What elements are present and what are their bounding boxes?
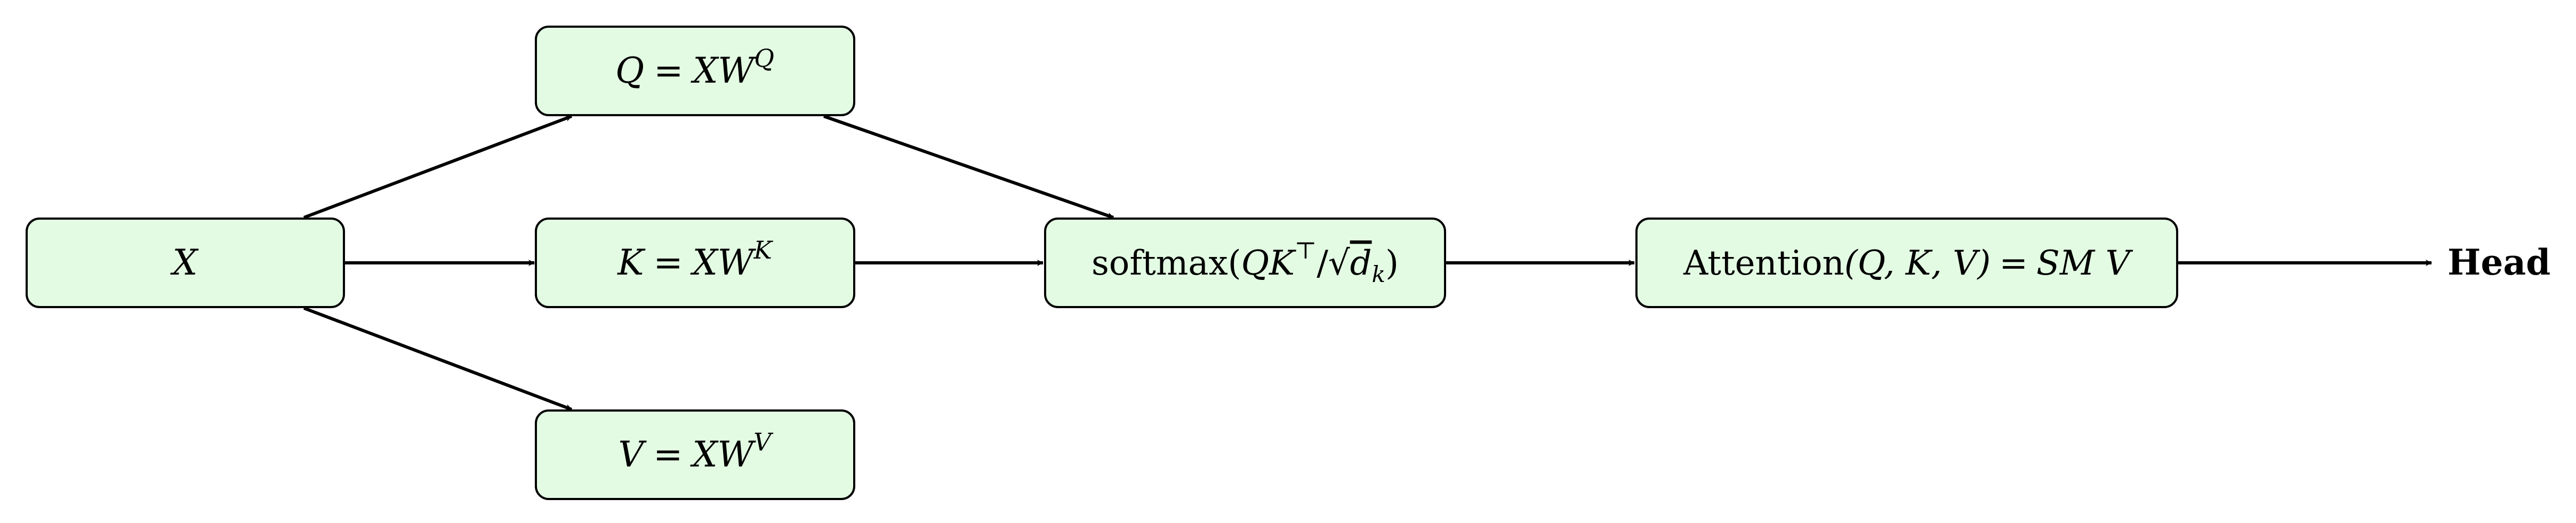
node-q-label: Q=XWQ <box>615 44 774 91</box>
node-attention: Attention(Q, K, V)=SM V <box>1635 218 2178 308</box>
node-v-box <box>535 409 855 500</box>
edges <box>303 115 2432 411</box>
node-softmax: softmax(QK⊤/√dk) <box>1044 218 1446 308</box>
node-softmax-label: softmax(QK⊤/√dk) <box>1092 237 1399 287</box>
node-k-label: K=XWK <box>617 236 773 283</box>
node-attention-label: Attention(Q, K, V)=SM V <box>1683 244 2133 283</box>
node-v: V=XWV <box>535 409 855 500</box>
node-k: K=XWK <box>535 218 855 308</box>
edge-x-to-v <box>303 307 573 411</box>
node-v-label: V=XWV <box>618 428 774 475</box>
node-softmax-box <box>1044 218 1446 308</box>
node-x: X <box>26 218 345 308</box>
node-k-box <box>535 218 855 308</box>
edge-q-to-softmax <box>823 115 1114 219</box>
node-q: Q=XWQ <box>535 26 855 116</box>
node-x-box <box>26 218 345 308</box>
edge-x-to-q <box>303 115 573 219</box>
node-attention-box <box>1635 218 2178 308</box>
output-head-label: Head <box>2447 242 2550 283</box>
node-x-label: X <box>170 242 199 283</box>
node-q-box <box>535 26 855 116</box>
